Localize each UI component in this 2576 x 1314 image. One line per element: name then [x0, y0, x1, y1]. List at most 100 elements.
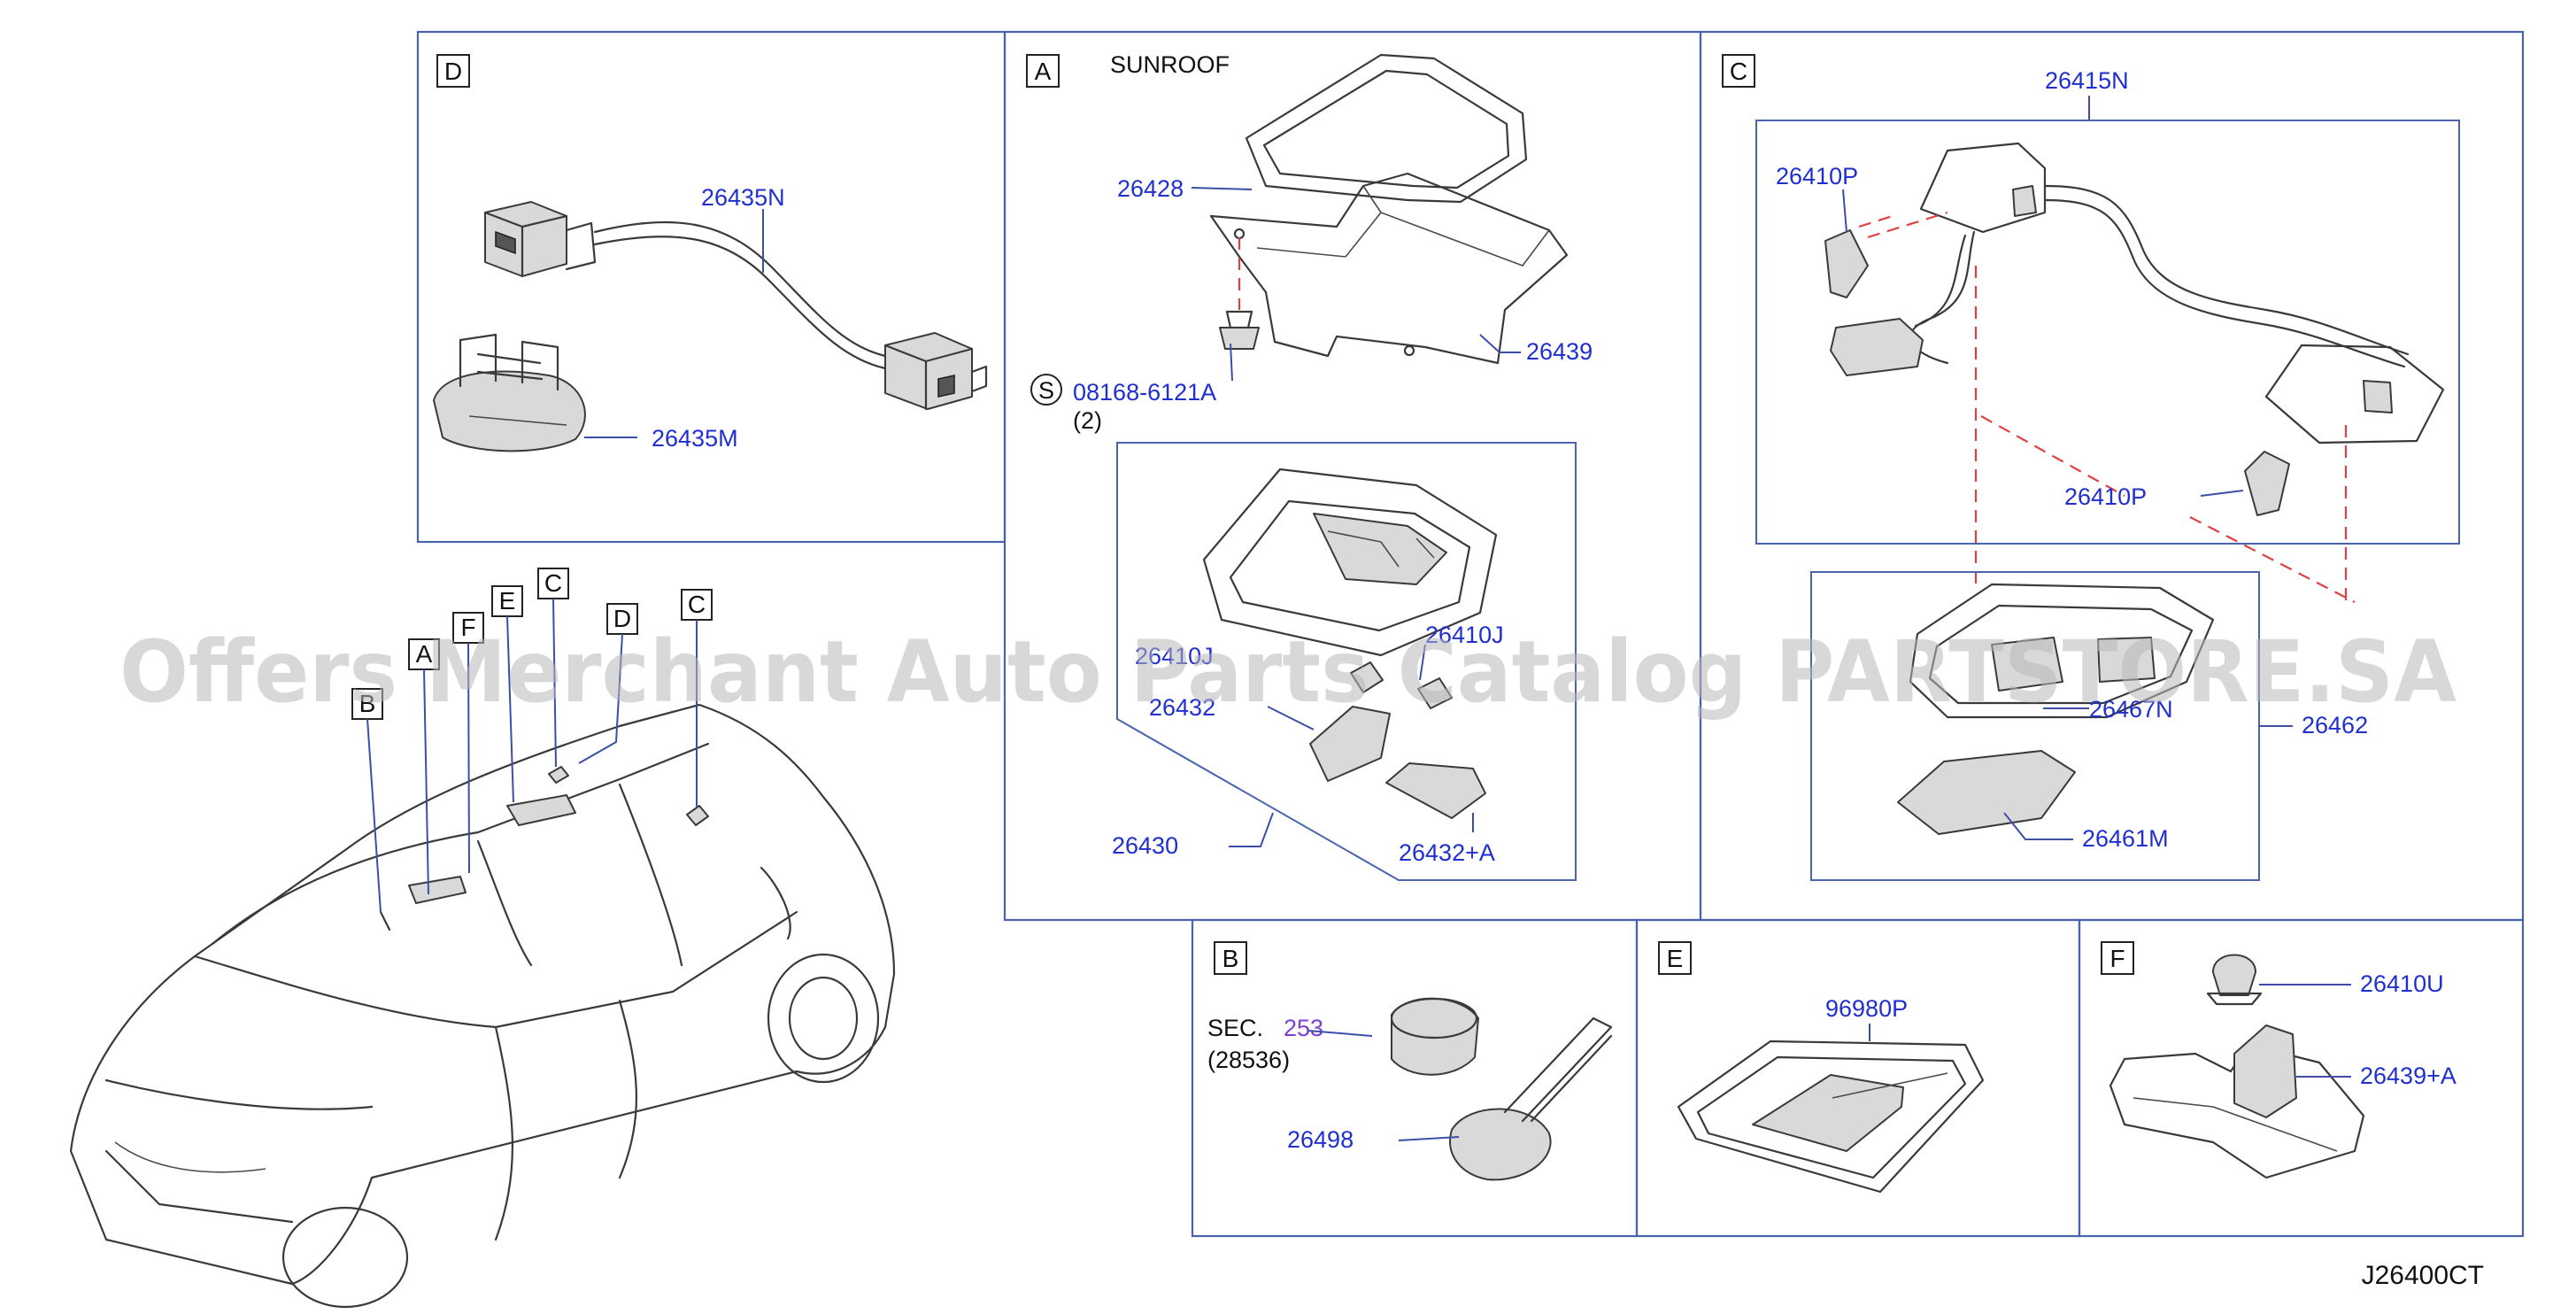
part-26410j: 26410J [1425, 622, 1504, 648]
sunroof-frame-illustration [1245, 53, 1528, 204]
vehicle-callout-e: E [499, 587, 516, 614]
clip-illustration [2206, 954, 2263, 1006]
vehicle-leader-d [578, 633, 623, 764]
room-lamp-lens-illustration [1897, 750, 2076, 835]
section-subreference: (28536) [1207, 1047, 1290, 1073]
panel-e-letter-box [1658, 941, 1692, 975]
part-26432-a: 26432+A [1399, 839, 1495, 866]
sensor-illustration [1390, 997, 1479, 1076]
part-26428: 26428 [1117, 175, 1184, 202]
part-96980p: 96980P [1825, 995, 1908, 1022]
vehicle-callout-c2: C [688, 591, 706, 618]
leader-08168 [1230, 343, 1233, 382]
part-26435n: 26435N [701, 184, 785, 211]
leader-26428 [1191, 187, 1253, 190]
lamp-lens-illustrations [1309, 706, 1486, 819]
roof-trim-illustration [1677, 1040, 1985, 1194]
leader-sec-253 [1307, 1030, 1373, 1037]
vehicle-outline-illustration [69, 703, 896, 1309]
panel-b: B SEC. 253 (28536) 26498 [1207, 941, 1613, 1181]
vehicle-callout-f-box [452, 612, 484, 644]
vehicle-callout-c-box [537, 568, 569, 599]
bulb-illustrations [1350, 661, 1453, 709]
vehicle-callout-b-box [351, 688, 383, 720]
leader-26430 [1229, 812, 1274, 847]
map-lamp-housing-illustration [1202, 468, 1498, 657]
panel-b-letter-box [1214, 941, 1247, 975]
standard-part-symbol [1030, 374, 1062, 406]
guide-bulb-top [1858, 211, 1948, 239]
panel-f-letter-box [2101, 941, 2134, 975]
part-26410p-bottom: 26410P [2064, 483, 2147, 510]
panel-f: F 26410U 26439+A [2101, 941, 2456, 1179]
panel-a: A SUNROOF 26428 26439 S 08168-6121A (2) [1026, 51, 1593, 881]
standard-part-symbol-label: S [1038, 377, 1054, 404]
harness-subassembly-frame [1755, 120, 2460, 545]
roof-harness-illustration [1830, 142, 2445, 444]
part-26435m: 26435M [652, 425, 738, 452]
vehicle-leader-e [506, 615, 514, 803]
guide-bulb-bottom [2189, 516, 2356, 603]
part-26439-a: 26439+A [2360, 1063, 2456, 1089]
vehicle-callout-b: B [359, 690, 376, 717]
panel-f-letter: F [2109, 945, 2125, 972]
panel-e-frame [1635, 918, 2081, 1238]
leader-26498 [1398, 1136, 1460, 1141]
panel-c-letter-box [1722, 54, 1755, 88]
vehicle-callout-f: F [460, 614, 475, 641]
vehicle-callout-d-box [606, 603, 638, 635]
panel-a-title: SUNROOF [1110, 51, 1230, 78]
lamp-subassembly-frame [1810, 571, 2260, 881]
panel-e-letter: E [1667, 945, 1684, 972]
vehicle-callout-c: C [544, 569, 562, 597]
mounting-bracket-illustration [433, 333, 586, 452]
sunroof-bracket-illustration [1209, 172, 1569, 365]
part-26467n: 26467N [2089, 696, 2173, 723]
screw-illustration [1219, 310, 1260, 350]
part-26415n: 26415N [2045, 67, 2129, 94]
harness-connector-illustration [483, 201, 988, 411]
panel-a-letter-box [1026, 54, 1060, 88]
part-26410j-partial: 26410J [1135, 643, 1214, 669]
mounting-rail-illustration [2109, 1024, 2365, 1179]
vehicle-leader-c [552, 598, 557, 768]
part-26462: 26462 [2302, 712, 2368, 738]
panel-d-letter-box [436, 54, 470, 88]
section-reference: 253 [1284, 1015, 1323, 1041]
panel-d-letter: D [444, 58, 462, 85]
panel-b-letter: B [1222, 945, 1239, 972]
part-26410p-top: 26410P [1776, 163, 1858, 189]
room-lamp-housing-illustration [1909, 583, 2215, 719]
part-08168-6121a: 08168-6121A [1073, 379, 1216, 406]
part-26461m: 26461M [2082, 825, 2169, 852]
guide-diagonal [1980, 415, 2125, 497]
leader-26432 [1267, 706, 1315, 730]
panel-d-frame [416, 30, 1006, 544]
leader-26461m [2003, 812, 2073, 840]
vehicle-callout-d: D [613, 605, 631, 632]
part-26432: 26432 [1149, 694, 1215, 721]
leader-26410j [1419, 644, 1426, 681]
part-26439: 26439 [1526, 338, 1593, 365]
map-lamp-subassembly-frame [1116, 442, 1577, 881]
watermark-text: Offers Merchant Auto Parts Catalog PARTS… [120, 622, 2456, 722]
panel-frames [416, 30, 2525, 1238]
panel-a-frame [1003, 30, 1702, 922]
panel-d: D 26435N 26435M [433, 54, 988, 452]
part-26430: 26430 [1112, 832, 1178, 859]
sensor-bracket-illustration [1449, 1016, 1613, 1181]
panel-f-frame [2078, 918, 2525, 1238]
part-26498: 26498 [1287, 1126, 1354, 1153]
panel-a-letter: A [1035, 58, 1052, 85]
bulb-26410p-illustrations [1824, 229, 2290, 516]
diagram-code: J26400CT [2362, 1261, 2484, 1290]
panel-e: E 96980P [1658, 941, 1985, 1194]
part-08168-quantity: (2) [1073, 407, 1102, 434]
vehicle-leader-f [467, 642, 470, 874]
part-26410u: 26410U [2360, 970, 2444, 997]
section-label: SEC. [1207, 1015, 1263, 1041]
vehicle-callout-a-box [408, 638, 440, 670]
leader-26439 [1479, 334, 1521, 353]
leader-26410p-top [1842, 189, 1847, 233]
